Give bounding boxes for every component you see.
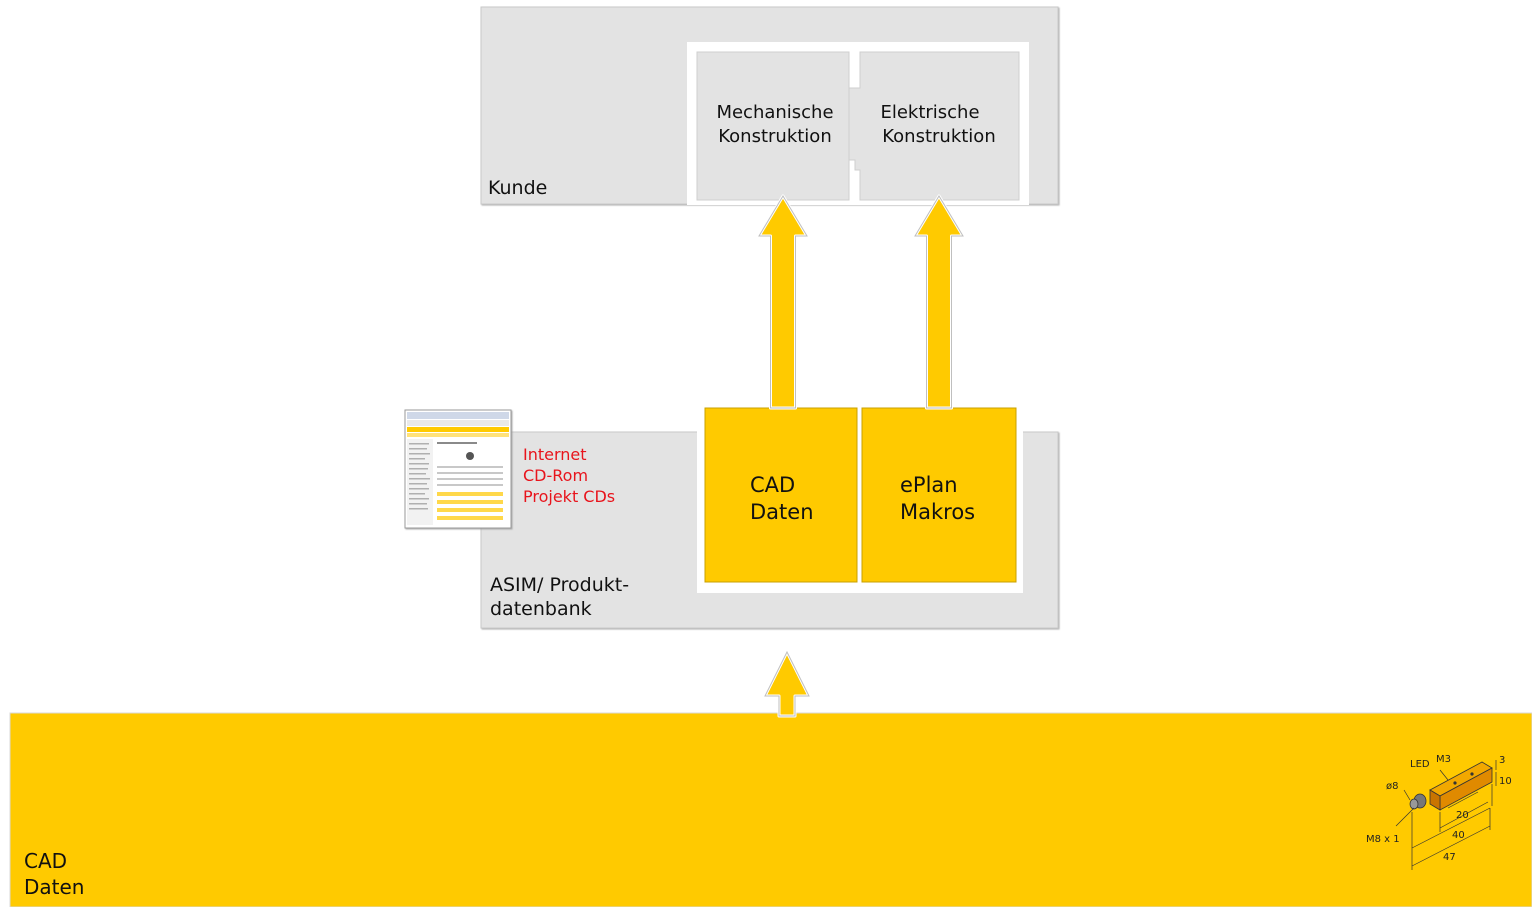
cad-data-tile [704, 407, 858, 583]
dim-40: 40 [1452, 830, 1465, 841]
database-label-line2: datenbank [490, 598, 592, 620]
cad-tile-line1: CAD [750, 473, 795, 497]
arrow-cad-to-mechanical [757, 194, 809, 410]
cad-tile-line2: Daten [750, 500, 814, 524]
eplan-tile-line2: Makros [900, 500, 975, 524]
database-box: CAD Daten ePlan Makros ASIM/ Produkt- da… [480, 405, 1059, 629]
dim-47: 47 [1443, 852, 1456, 863]
eplan-tile-line1: ePlan [900, 473, 958, 497]
electrical-line1: Elektrische [880, 102, 979, 123]
channel-internet: Internet [523, 445, 587, 464]
eplan-macros-tile [861, 407, 1017, 583]
dim-led: LED [1410, 759, 1430, 770]
bottom-label-line1: CAD [24, 849, 67, 873]
bottom-cad-band: CAD Daten [9, 712, 1532, 908]
dim-20: 20 [1456, 810, 1469, 821]
customer-label: Kunde [488, 177, 547, 199]
arrow-eplan-to-electrical [913, 194, 965, 410]
mechanical-line1: Mechanische [716, 102, 833, 123]
customer-box: Kunde Mechanische Konstruktion Elektrisc… [480, 6, 1059, 205]
dim-3: 3 [1499, 755, 1505, 766]
sensor-drawing: LED M3 3 10 ø8 20 40 47 M8 x 1 [1366, 754, 1512, 870]
dim-m3: M3 [1436, 754, 1451, 765]
channel-project-cds: Projekt CDs [523, 487, 615, 506]
website-thumbnail [404, 409, 512, 529]
distribution-channels: Internet CD-Rom Projekt CDs [523, 445, 615, 506]
channel-cd-rom: CD-Rom [523, 466, 588, 485]
database-label-line1: ASIM/ Produkt- [490, 574, 629, 596]
bottom-label-line2: Daten [24, 875, 84, 899]
dim-10: 10 [1499, 776, 1512, 787]
arrow-band-to-database [763, 650, 811, 718]
mechanical-line2: Konstruktion [718, 126, 831, 147]
electrical-line2: Konstruktion [882, 126, 995, 147]
dim-d8: ø8 [1386, 781, 1398, 792]
electrical-construction-panel [848, 51, 1020, 201]
dim-m8: M8 x 1 [1366, 834, 1400, 845]
